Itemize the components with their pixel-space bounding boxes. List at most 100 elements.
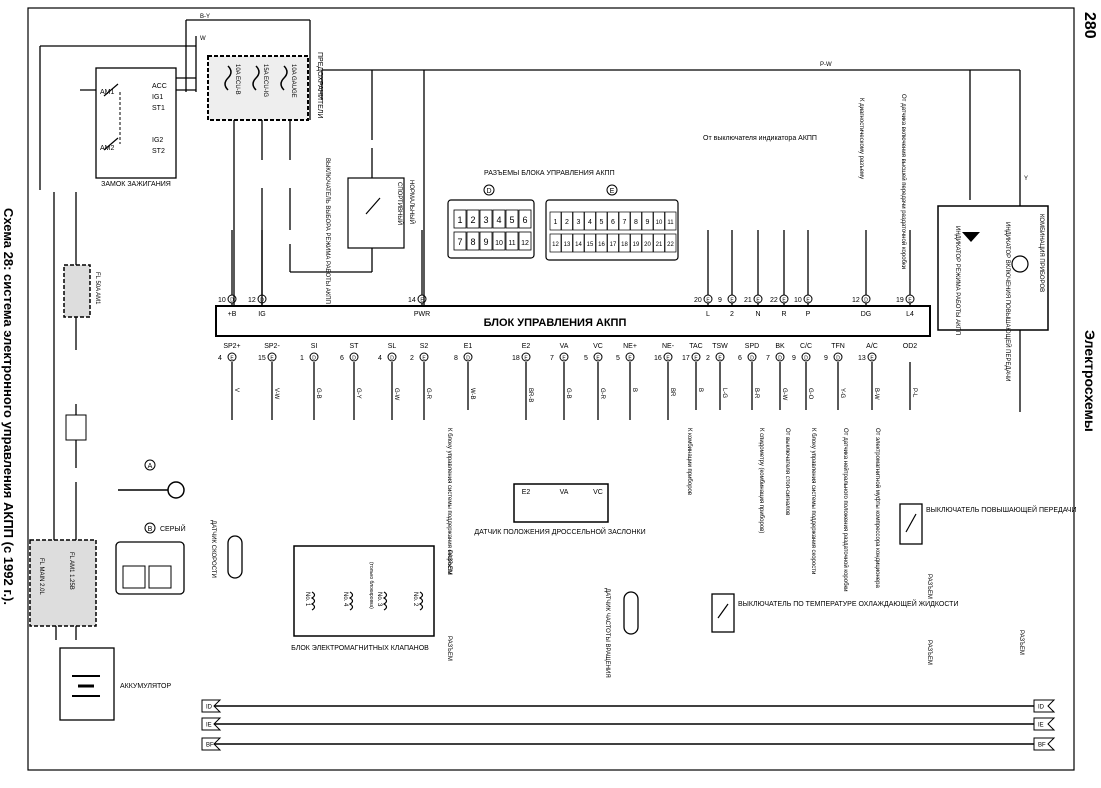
ignition-switch-title: ЗАМОК ЗАЖИГАНИЯ [101,181,171,188]
fl-main-label: FL MAIN 2.0L [38,558,44,595]
svg-text:9: 9 [718,297,722,304]
svg-text:PWR: PWR [414,311,430,318]
throttle-pin: E2 [522,489,531,496]
ignition-terminal: ST1 [152,105,165,112]
solenoid: No. 4 [342,591,354,611]
svg-text:SPD: SPD [745,343,759,350]
svg-text:11: 11 [667,220,674,226]
svg-text:10A ECU-B: 10A ECU-B [234,64,240,95]
svg-text:4: 4 [588,219,592,226]
svg-text:17: 17 [610,242,617,248]
svg-text:L4: L4 [906,311,914,318]
svg-text:BR: BR [669,388,675,397]
svg-text:8: 8 [454,355,458,362]
solenoid: No. 2 [412,591,424,611]
combo-indicator2: ИНДИКАТОР РЕЖИМА РАБОТЫ АКПП [954,226,960,335]
connector-d-pin: 11 [505,231,519,251]
svg-text:2: 2 [410,355,414,362]
ground-flag [201,737,222,751]
svg-text:22: 22 [770,297,778,304]
svg-text:ST: ST [350,343,360,350]
connector-word: РАЗЪЕМ [1018,630,1024,655]
svg-text:OD2: OD2 [903,343,918,350]
svg-text:СЕРЫЙ: СЕРЫЙ [160,524,186,533]
rpm-sensor-label: ДАТЧИК ЧАСТОТЫ ВРАЩЕНИЯ [604,588,610,678]
svg-text:B-R: B-R [753,388,759,399]
svg-text:NE+: NE+ [623,343,637,350]
svg-text:15A ECU-IG: 15A ECU-IG [262,64,268,97]
svg-text:19: 19 [633,242,640,248]
fuse-box-label: ПРЕДОХРАНИТЕЛИ [316,52,323,118]
svg-text:14: 14 [408,297,416,304]
ground-flag [1033,737,1056,751]
svg-text:9: 9 [646,219,650,226]
ignition-terminal: IG2 [152,137,163,144]
svg-text:BR-B: BR-B [527,388,533,402]
svg-text:IG: IG [258,311,265,318]
combo-title: КОМБИНАЦИЯ ПРИБОРОВ [1038,214,1044,292]
svg-text:3: 3 [483,215,488,225]
svg-text:SL: SL [388,343,397,350]
svg-text:G-W: G-W [781,388,787,401]
svg-text:E1: E1 [464,343,473,350]
svg-text:D: D [778,356,782,362]
svg-text:10: 10 [794,297,802,304]
svg-text:BF: BF [206,743,214,749]
connector-e-pin: 2 [561,211,573,231]
connector-d-pin: 3 [479,209,493,229]
svg-text:12: 12 [552,242,559,248]
svg-text:V-W: V-W [273,388,279,400]
throttle-pin: VA [560,489,569,496]
svg-text:BK: BK [775,343,785,350]
ground-flag [201,699,222,713]
svg-text:R: R [781,311,786,318]
svg-text:5: 5 [509,215,514,225]
svg-text:5: 5 [600,219,604,226]
svg-text:E: E [694,356,698,362]
svg-text:10A GAUGE: 10A GAUGE [290,64,296,98]
connector-d-pin: 7 [453,231,467,251]
svg-text:5: 5 [616,355,620,362]
connector-e-pin: 7 [618,211,631,231]
mode-switch: НОРМАЛЬНЫЙ СПОРТИВНЫЙ ВЫКЛЮЧАТЕЛЬ ВЫБОРА… [324,158,416,304]
svg-text:E: E [422,356,426,362]
svg-text:A/C: A/C [866,343,878,350]
ground-flag [1033,699,1056,713]
note-label: От электромагнитной муфты компрессора ко… [874,428,881,588]
fuse: 15A ECU-IG [252,64,268,97]
svg-text:20: 20 [694,297,702,304]
connector-e-pin: 6 [607,211,619,231]
svg-text:C/C: C/C [800,343,812,350]
svg-text:9: 9 [483,237,488,247]
svg-text:13: 13 [564,242,571,248]
svg-text:IE: IE [206,723,212,729]
svg-text:21: 21 [744,297,752,304]
svg-text:15: 15 [258,355,266,362]
svg-text:12: 12 [852,297,860,304]
ecu-title: БЛОК УПРАВЛЕНИЯ АКПП [484,317,627,329]
connector-e-pin: 21 [653,233,665,253]
svg-text:4: 4 [496,215,501,225]
ignition-terminal: IG1 [152,94,163,101]
svg-text:E: E [756,298,760,304]
svg-text:E: E [718,356,722,362]
svg-text:3: 3 [577,219,581,226]
ignition-terminal: ST2 [152,148,165,155]
battery: АККУМУЛЯТОР [59,647,171,721]
svg-text:7: 7 [766,355,770,362]
svg-text:E: E [270,356,274,362]
svg-text:7: 7 [623,219,627,226]
throttle-pin: VC [593,489,603,496]
